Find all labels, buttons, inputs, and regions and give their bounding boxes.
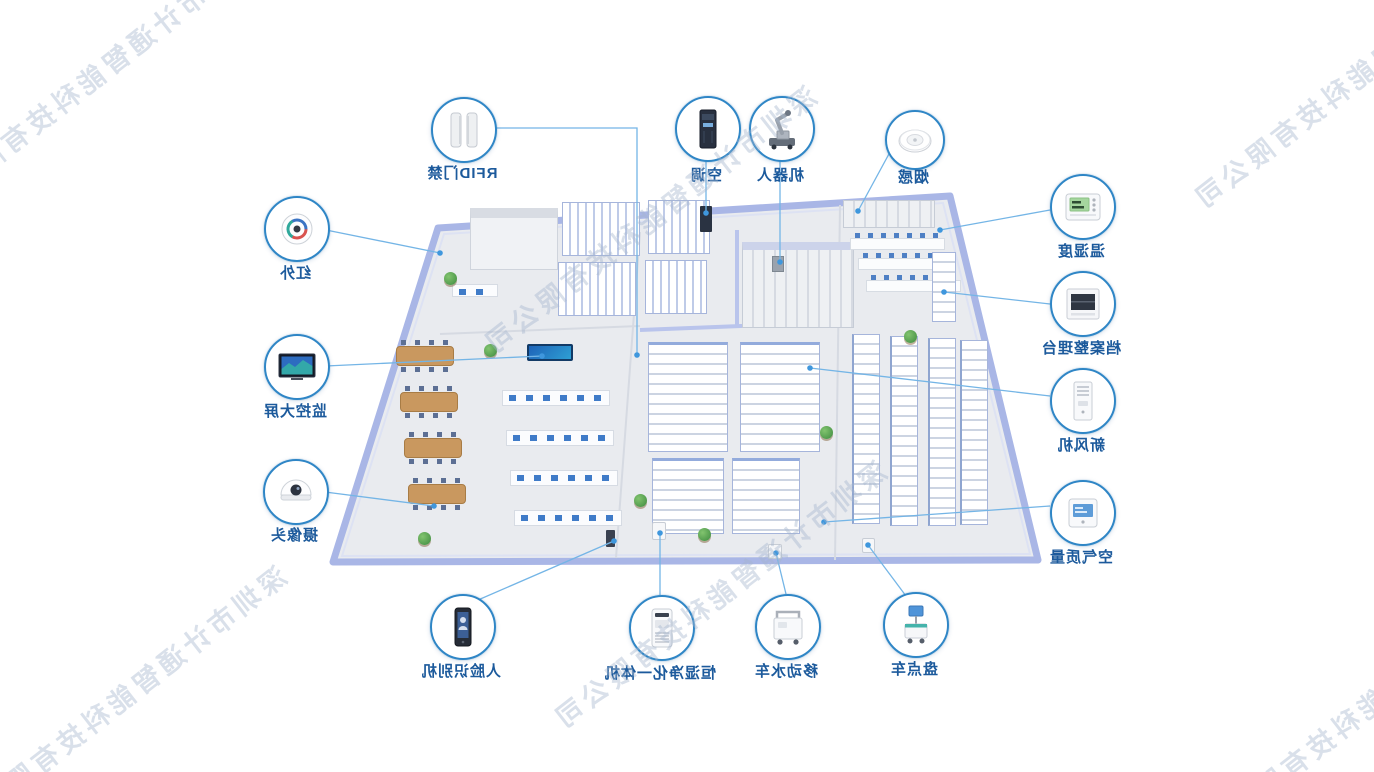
archive-organizer-icon [1066, 288, 1100, 320]
humidifier-unit [652, 522, 666, 540]
robot-unit [772, 256, 784, 272]
kiosk-unit [606, 530, 615, 547]
plant [904, 330, 917, 343]
dense-shelving-bank [852, 334, 880, 524]
callout-monitor-wall [264, 334, 330, 400]
callout-monitor-wall-label: 监控大屏 [262, 403, 328, 420]
meeting-table [396, 340, 454, 372]
dense-shelving-bank [960, 340, 988, 525]
fresh-air-unit-icon [1073, 381, 1093, 421]
inventory-cart-icon [904, 605, 928, 644]
office-desk-row [514, 510, 622, 526]
plant [634, 494, 647, 507]
compact-shelving [648, 342, 728, 452]
dome-camera-icon [280, 479, 312, 501]
monitor-screen-icon [278, 353, 316, 380]
callout-temp-humidity-label: 温湿度 [1056, 243, 1106, 260]
callout-smoke-sensor-label: 烟感 [896, 169, 930, 186]
callout-water-cart-label: 移动水车 [753, 663, 819, 680]
callout-robot-label: 机器人 [755, 167, 805, 184]
air-quality-monitor-icon [1068, 498, 1098, 528]
callout-temp-humidity [1050, 174, 1116, 240]
plant [444, 272, 457, 285]
meeting-table [400, 386, 458, 418]
callout-air-conditioner-label: 空调 [689, 167, 723, 184]
robot-arm-icon [769, 110, 795, 150]
callout-fresh-air-label: 新风机 [1056, 437, 1106, 454]
compact-shelving [652, 458, 724, 534]
compact-shelving [740, 342, 820, 452]
server-room [470, 208, 558, 270]
callout-archive-desk [1050, 271, 1116, 337]
dense-shelving-bank [928, 338, 956, 526]
smoke-detector-icon [898, 129, 932, 153]
thermo-hygrometer-icon [1065, 193, 1101, 221]
callout-air-quality [1050, 480, 1116, 546]
face-recognition-icon [454, 607, 472, 647]
callout-humidity-purifier [629, 595, 695, 661]
callout-camera-label: 摄像头 [269, 527, 319, 544]
callout-air-quality-label: 空气质量 [1048, 549, 1114, 566]
presentation-screen [527, 344, 573, 361]
inventory-cart-unit [862, 538, 875, 553]
callout-infrared-label: 红外 [278, 265, 312, 282]
archive-shelving-bank [558, 262, 636, 316]
equipment-row [843, 200, 935, 228]
rfid-gate-icon [450, 112, 478, 148]
callout-camera [263, 459, 329, 525]
archive-shelving-bank [648, 200, 710, 254]
water-cart-unit [768, 544, 782, 559]
callout-humidity-purifier-label: 恒湿净化一体机 [603, 665, 717, 682]
office-desk-row [506, 430, 614, 446]
water-cart-icon [773, 610, 803, 645]
callout-archive-desk-label: 档案整理台 [1040, 340, 1122, 357]
callout-infrared [264, 196, 330, 262]
callout-air-conditioner [675, 96, 741, 162]
plant [820, 426, 833, 439]
humidity-purifier-icon [651, 608, 673, 648]
callout-water-cart [755, 594, 821, 660]
callout-rfid-access [431, 97, 497, 163]
office-desk-row [452, 284, 498, 297]
compact-shelving [732, 458, 800, 534]
callout-robot [749, 96, 815, 162]
dense-shelving-bank [890, 336, 918, 526]
callout-face-recognition [430, 594, 496, 660]
archive-shelving-bank [645, 260, 707, 314]
plant [418, 532, 431, 545]
plant [484, 344, 497, 357]
callout-rfid-access-label: RFID门禁 [426, 165, 498, 182]
wall-highlight [340, 201, 1032, 558]
office-desk-row [502, 390, 610, 406]
meeting-table [408, 478, 466, 510]
ac-cabinet-unit [700, 206, 712, 232]
callout-inventory-cart [883, 592, 949, 658]
plant [698, 528, 711, 541]
callout-fresh-air [1050, 368, 1116, 434]
air-conditioner-icon [699, 109, 717, 149]
meeting-table [404, 432, 462, 464]
archive-shelving-bank [562, 202, 640, 256]
bookshelf [932, 252, 956, 322]
callout-face-recognition-label: 人脸识别机 [420, 663, 502, 680]
callout-inventory-cart-label: 盘点车 [889, 661, 939, 678]
workstation-row [850, 233, 945, 250]
machine-room [742, 242, 854, 328]
workstation-row [858, 253, 953, 270]
office-desk-row [510, 470, 618, 486]
callout-smoke-sensor [885, 110, 945, 170]
infrared-sensor-icon [281, 213, 313, 245]
